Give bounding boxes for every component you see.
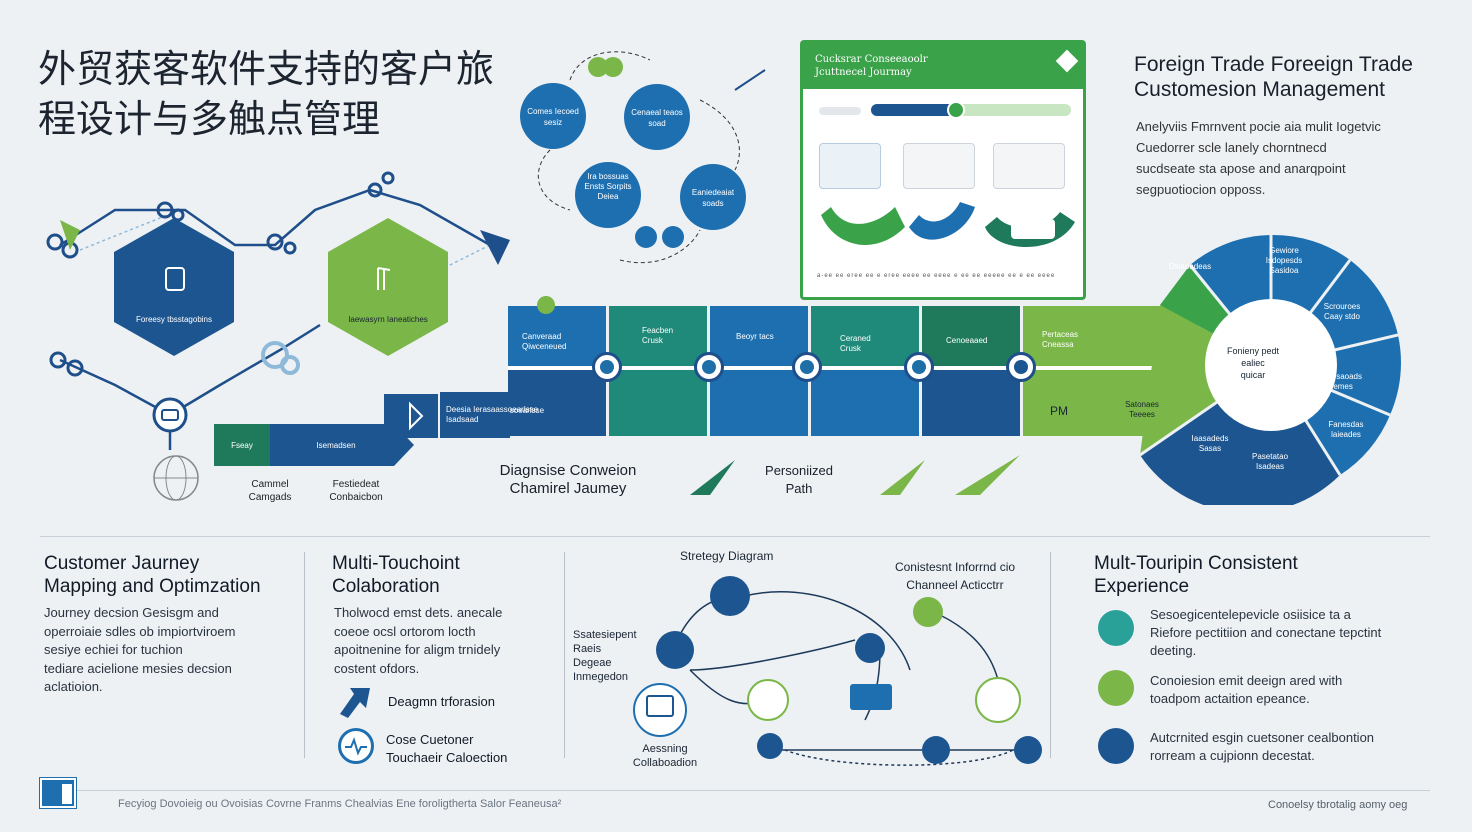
wheel-center-label: Fonieny pedt ealiec quicar bbox=[1226, 346, 1280, 380]
vdivider-3 bbox=[1050, 552, 1051, 758]
panel-footer-text: a-ee ee eree ee e eree eeee ee eeee e ee… bbox=[817, 273, 1056, 279]
wheel-seg-1: Dsiaoadeas bbox=[1168, 262, 1212, 271]
band-label-4: Ceraned Crusk bbox=[840, 334, 871, 353]
band-lower-1 bbox=[508, 370, 606, 436]
band-node-1[interactable] bbox=[592, 352, 622, 382]
band-label-3: Beoyr tacs bbox=[736, 332, 774, 341]
mid-caption-1: Diagnsise Conweion Chamirel Jaumey bbox=[499, 462, 637, 497]
left-caption-1: Cammel Camgads bbox=[248, 479, 292, 503]
cycle-label-1: Comes Iecoed sesiz bbox=[527, 107, 579, 127]
band-node-5[interactable] bbox=[1006, 352, 1036, 382]
vdivider-2 bbox=[564, 552, 565, 758]
wheel-seg-3: Scrouroes Caay stdo bbox=[1323, 302, 1361, 321]
heading-right: Foreign Trade Foreeign Trade Customesion… bbox=[1134, 53, 1413, 101]
wheel-seg-4: Dsesaoads Iemes bbox=[1321, 372, 1363, 391]
collab-item-1: Deagmn trforasion bbox=[388, 694, 495, 709]
headset-icon bbox=[1098, 728, 1134, 764]
cycle-diagram bbox=[520, 51, 766, 264]
progress-knob[interactable] bbox=[947, 101, 965, 119]
band-label-2: Feacben Crusk bbox=[642, 326, 674, 345]
panel-header bbox=[803, 43, 1083, 89]
experience-item-3: Autcrnited esgin cuetsoner cealbontion r… bbox=[1150, 730, 1375, 763]
wheel-seg-5: Fanesdas laieades bbox=[1328, 420, 1364, 439]
cycle-label-4: Eaniedeaiat soads bbox=[691, 188, 735, 208]
vdivider-1 bbox=[304, 552, 305, 758]
arrow-label-2: Isemadsen bbox=[316, 441, 356, 450]
band-label-1: Canveraad Qiwceneued bbox=[522, 332, 567, 351]
footer-right-text: Conoelsy tbrotalig aomy oeg bbox=[1268, 799, 1408, 811]
mid-caption-2: Personiized Path bbox=[765, 463, 833, 496]
strategy-bottom-label: Aessning Collaboadion bbox=[632, 743, 698, 769]
panel-bar-1 bbox=[819, 107, 861, 115]
wheel-seg-6: Iaasadeds Sasas bbox=[1191, 434, 1229, 453]
strategy-title: Stretegy Diagram bbox=[680, 549, 774, 563]
band-block-2 bbox=[609, 306, 707, 436]
band-left-arrow bbox=[440, 392, 510, 438]
panel-shapes bbox=[821, 202, 1075, 247]
left-arrows bbox=[214, 394, 438, 466]
band-lower-5 bbox=[922, 370, 1020, 436]
heartbeat-icon bbox=[338, 728, 374, 764]
experience-item-2: Conoiesion emit deeign ared with toadpom… bbox=[1150, 673, 1343, 706]
wheel-seg-7: Pasetatao Isadeas bbox=[1251, 452, 1289, 471]
collab-body: Tholwocd emst dets. anecale coeoe ocsl o… bbox=[334, 605, 503, 676]
document-icon bbox=[1098, 610, 1134, 646]
wheel-seg-2: Gewiore Isdopesds Sasidoa bbox=[1265, 246, 1303, 275]
strategy-left-label: Ssatesiepent Raeis Degeae Inmegedon bbox=[573, 629, 637, 683]
cycle-label-2: Cenaeal teaos soad bbox=[631, 108, 683, 128]
band-left-label: Deesia Ierasaassoearlsse Isadsaad bbox=[446, 405, 539, 424]
mid-chevrons bbox=[690, 455, 1020, 495]
band-lower-3 bbox=[710, 370, 808, 436]
left-caption-2: Festiedeat Conbaicbon bbox=[329, 479, 383, 503]
band-top-dot bbox=[537, 296, 555, 314]
band-line bbox=[508, 366, 1198, 370]
page-title: 外贸获客软件支持的客户旅程设计与多触点管理 bbox=[38, 47, 495, 141]
strategy-title-2: Conistesnt Inforrnd cio Channeel Acticct… bbox=[894, 560, 1016, 592]
section-divider bbox=[40, 536, 1430, 537]
band-lower-4 bbox=[811, 370, 919, 436]
progress-fill bbox=[871, 104, 955, 116]
logo-mark bbox=[62, 784, 72, 804]
collab-item-2: Cose Cuetoner Touchaeir Caloection bbox=[386, 732, 508, 765]
journey-body: Journey decsion Gesisgm and operroiaie s… bbox=[44, 605, 236, 694]
hex-label-1: Foreesy tbsstagobins bbox=[135, 315, 213, 324]
segment-wheel bbox=[1140, 234, 1401, 505]
arrow-icon bbox=[340, 688, 370, 718]
band-node-4[interactable] bbox=[904, 352, 934, 382]
panel-card-1 bbox=[819, 143, 881, 189]
refresh-icon bbox=[1098, 670, 1134, 706]
cycle-label-3: Ira bossuas Ensts Sorpits Deiea bbox=[584, 172, 632, 201]
wheel-seg-8: Satonaes Teeees bbox=[1125, 400, 1159, 419]
band-label-5: Cenoeaaed bbox=[946, 336, 988, 345]
band-label-8: PM bbox=[1050, 404, 1068, 418]
experience-title: Mult-Touripin Consistent Experience bbox=[1094, 553, 1298, 597]
band-node-3[interactable] bbox=[792, 352, 822, 382]
collab-title: Multi-Touchoint Colaboration bbox=[332, 553, 460, 597]
intro-paragraph: Anelyviis Fmrnvent pocie aia mulit Ioget… bbox=[1136, 119, 1381, 197]
footer-divider bbox=[40, 790, 1430, 791]
band-label-6: Pertaceas Cneassa bbox=[1042, 330, 1079, 349]
journey-panel: Cucksrar Conseeaoolr Jcuttnecel Jourmay … bbox=[800, 40, 1086, 300]
journey-band: Canveraad Qiwceneued Feacben Crusk Beoyr… bbox=[452, 306, 1198, 436]
hex-network bbox=[46, 171, 510, 501]
panel-card-3 bbox=[993, 143, 1065, 189]
experience-item-1: Sesoegicentelepevicle osiisice ta a Rief… bbox=[1150, 607, 1382, 658]
strategy-diagram bbox=[633, 576, 1042, 766]
band-node-2[interactable] bbox=[694, 352, 724, 382]
panel-card-2 bbox=[903, 143, 975, 189]
hex-label-2: Iaewasyrn Ianeatiches bbox=[348, 315, 428, 324]
journey-title: Customer Jaurney Mapping and Optimzation bbox=[44, 553, 261, 597]
panel-title: Cucksrar Conseeaoolr Jcuttnecel Jourmay bbox=[815, 54, 928, 78]
arrow-label-1: Fseay bbox=[231, 441, 253, 450]
footer-text: Fecyiog Dovoieig ou Ovoisias Covrne Fran… bbox=[118, 798, 562, 810]
